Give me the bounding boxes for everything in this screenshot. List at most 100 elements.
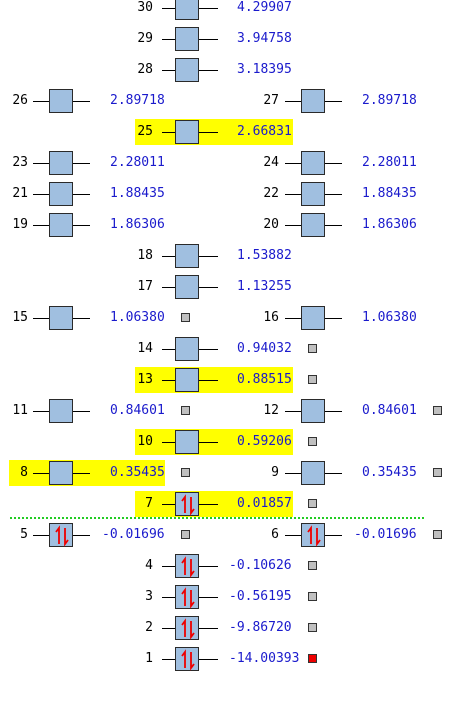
orbital-box-icon[interactable]: [301, 89, 325, 113]
orbital-box-icon[interactable]: [175, 27, 199, 51]
orbital-energy: 1.86306: [362, 217, 417, 232]
orbital-box-icon[interactable]: [49, 523, 73, 547]
orbital-box-icon[interactable]: [301, 213, 325, 237]
orbital-box-icon[interactable]: [175, 275, 199, 299]
spin-up-arrow: [181, 618, 186, 637]
orbital-index: 1: [145, 651, 153, 666]
orbital-box-icon[interactable]: [49, 461, 73, 485]
orbital-box-icon[interactable]: [175, 554, 199, 578]
orbital-index: 25: [137, 124, 153, 139]
orbital-box-icon[interactable]: [175, 244, 199, 268]
selection-marker-icon[interactable]: [308, 623, 317, 632]
orbital-box-icon[interactable]: [49, 182, 73, 206]
orbital-energy: -0.01696: [354, 527, 417, 542]
orbital-index: 8: [20, 465, 28, 480]
orbital-box-icon[interactable]: [301, 523, 325, 547]
orbital-index: 4: [145, 558, 153, 573]
selection-marker-icon[interactable]: [181, 406, 190, 415]
selection-marker-icon[interactable]: [308, 499, 317, 508]
selection-marker-icon[interactable]: [308, 437, 317, 446]
orbital-energy: 0.84601: [110, 403, 165, 418]
orbital-box-icon[interactable]: [49, 213, 73, 237]
orbital-index: 12: [263, 403, 279, 418]
electron-pair-icon: [181, 587, 195, 609]
orbital-box-icon[interactable]: [175, 0, 199, 20]
spin-down-arrow: [190, 652, 195, 671]
orbital-index: 24: [263, 155, 279, 170]
selection-marker-icon[interactable]: [181, 468, 190, 477]
orbital-box-icon[interactable]: [301, 151, 325, 175]
orbital-box-icon[interactable]: [175, 492, 199, 516]
orbital-box-icon[interactable]: [49, 399, 73, 423]
orbital-index: 30: [137, 0, 153, 15]
orbital-index: 22: [263, 186, 279, 201]
orbital-box-icon[interactable]: [49, 306, 73, 330]
orbital-index: 27: [263, 93, 279, 108]
spin-up-arrow: [181, 494, 186, 513]
orbital-index: 20: [263, 217, 279, 232]
orbital-box-icon[interactable]: [175, 430, 199, 454]
orbital-energy: 0.94032: [237, 341, 292, 356]
orbital-energy: 3.94758: [237, 31, 292, 46]
spin-up-arrow: [307, 525, 312, 544]
spin-down-arrow: [190, 559, 195, 578]
orbital-index: 9: [271, 465, 279, 480]
selection-marker-icon[interactable]: [308, 561, 317, 570]
orbital-index: 13: [137, 372, 153, 387]
electron-pair-icon: [181, 494, 195, 516]
orbital-index: 29: [137, 31, 153, 46]
orbital-energy: 1.53882: [237, 248, 292, 263]
orbital-energy: 1.13255: [237, 279, 292, 294]
spin-down-arrow: [316, 528, 321, 547]
spin-down-arrow: [190, 497, 195, 516]
spin-up-arrow: [55, 525, 60, 544]
orbital-energy: 2.28011: [362, 155, 417, 170]
orbital-energy: 0.01857: [237, 496, 292, 511]
orbital-index: 19: [12, 217, 28, 232]
electron-pair-icon: [55, 525, 69, 547]
orbital-box-icon[interactable]: [301, 182, 325, 206]
selection-marker-icon[interactable]: [433, 406, 442, 415]
orbital-energy: 0.35435: [110, 465, 165, 480]
selection-marker-icon[interactable]: [181, 530, 190, 539]
orbital-energy: -0.01696: [102, 527, 165, 542]
orbital-box-icon[interactable]: [175, 337, 199, 361]
orbital-index: 10: [137, 434, 153, 449]
orbital-energy: -0.10626: [229, 558, 292, 573]
orbital-box-icon[interactable]: [301, 399, 325, 423]
selection-marker-icon[interactable]: [308, 592, 317, 601]
spin-down-arrow: [64, 528, 69, 547]
orbital-box-icon[interactable]: [175, 647, 199, 671]
orbital-box-icon[interactable]: [175, 585, 199, 609]
electron-pair-icon: [307, 525, 321, 547]
orbital-box-icon[interactable]: [175, 616, 199, 640]
selection-marker-icon[interactable]: [308, 654, 317, 663]
orbital-index: 21: [12, 186, 28, 201]
orbital-box-icon[interactable]: [301, 306, 325, 330]
orbital-box-icon[interactable]: [301, 461, 325, 485]
orbital-box-icon[interactable]: [49, 151, 73, 175]
orbital-energy: -0.56195: [229, 589, 292, 604]
selection-marker-icon[interactable]: [308, 375, 317, 384]
orbital-energy: 0.59206: [237, 434, 292, 449]
selection-marker-icon[interactable]: [308, 344, 317, 353]
selection-marker-icon[interactable]: [433, 530, 442, 539]
orbital-index: 15: [12, 310, 28, 325]
orbital-energy: 2.28011: [110, 155, 165, 170]
selection-marker-icon[interactable]: [181, 313, 190, 322]
selection-marker-icon[interactable]: [433, 468, 442, 477]
orbital-index: 7: [145, 496, 153, 511]
orbital-index: 14: [137, 341, 153, 356]
orbital-box-icon[interactable]: [175, 368, 199, 392]
orbital-energy: 1.06380: [110, 310, 165, 325]
orbital-box-icon[interactable]: [49, 89, 73, 113]
orbital-box-icon[interactable]: [175, 58, 199, 82]
orbital-index: 26: [12, 93, 28, 108]
orbital-energy: 1.88435: [362, 186, 417, 201]
orbital-index: 5: [20, 527, 28, 542]
orbital-energy: 0.84601: [362, 403, 417, 418]
orbital-energy: 1.88435: [110, 186, 165, 201]
orbital-box-icon[interactable]: [175, 120, 199, 144]
electron-pair-icon: [181, 618, 195, 640]
orbital-index: 18: [137, 248, 153, 263]
